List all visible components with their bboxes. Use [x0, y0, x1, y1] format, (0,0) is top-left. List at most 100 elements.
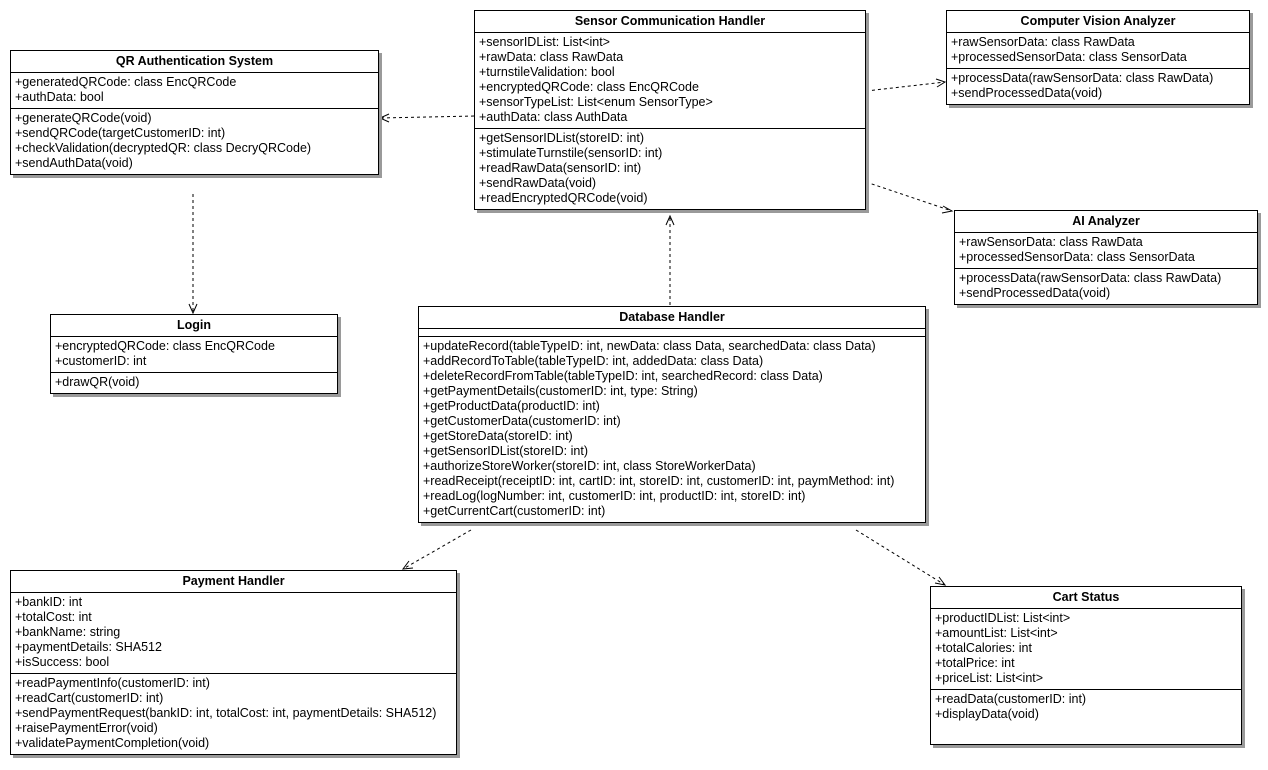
attribute: +encryptedQRCode: class EncQRCode	[479, 80, 699, 94]
method: +readPaymentInfo(customerID: int)	[15, 676, 210, 690]
attribute: +totalPrice: int	[935, 656, 1015, 670]
attribute: +totalCost: int	[15, 610, 92, 624]
attribute: +isSuccess: bool	[15, 655, 110, 669]
attribute: +priceList: List<int>	[935, 671, 1044, 685]
class-payment-handler[interactable]: Payment Handler +bankID: int +totalCost:…	[10, 570, 457, 755]
method: +validatePaymentCompletion(void)	[15, 736, 210, 750]
methods-section: +drawQR(void)	[51, 372, 337, 393]
attributes-section: +rawSensorData: class RawData +processed…	[947, 33, 1249, 68]
arrowhead-login	[188, 303, 198, 315]
class-sensor-communication-handler[interactable]: Sensor Communication Handler +sensorIDLi…	[474, 10, 866, 210]
attribute: +authData: class AuthData	[479, 110, 628, 124]
method: +deleteRecordFromTable(tableTypeID: int,…	[423, 369, 823, 383]
attribute: +sensorTypeList: List<enum SensorType>	[479, 95, 713, 109]
class-title: Login	[51, 315, 337, 337]
method: +getCurrentCart(customerID: int)	[423, 504, 606, 518]
attributes-section: +generatedQRCode: class EncQRCode +authD…	[11, 73, 378, 108]
attribute: +sensorIDList: List<int>	[479, 35, 610, 49]
method: +readLog(logNumber: int, customerID: int…	[423, 489, 806, 503]
arrowhead-payment	[401, 560, 414, 570]
attribute: +rawSensorData: class RawData	[959, 235, 1143, 249]
attribute: +authData: bool	[15, 90, 104, 104]
method: +readRawData(sensorID: int)	[479, 161, 642, 175]
method: +raisePaymentError(void)	[15, 721, 158, 735]
attribute: +turnstileValidation: bool	[479, 65, 615, 79]
method: +stimulateTurnstile(sensorID: int)	[479, 146, 663, 160]
arrowhead-cv	[935, 78, 947, 88]
arrowhead-ai	[941, 205, 954, 214]
dep-db-to-cart	[855, 529, 946, 586]
methods-section: +processData(rawSensorData: class RawDat…	[955, 268, 1257, 304]
attribute: +encryptedQRCode: class EncQRCode	[55, 339, 275, 353]
attribute: +amountList: List<int>	[935, 626, 1058, 640]
attributes-section: +bankID: int +totalCost: int +bankName: …	[11, 593, 456, 673]
attribute: +processedSensorData: class SensorData	[959, 250, 1195, 264]
methods-section: +readPaymentInfo(customerID: int) +readC…	[11, 673, 456, 754]
method: +processData(rawSensorData: class RawDat…	[959, 271, 1222, 285]
methods-section: +generateQRCode(void) +sendQRCode(target…	[11, 108, 378, 174]
arrowhead-qrauth	[378, 113, 390, 123]
methods-section: +updateRecord(tableTypeID: int, newData:…	[419, 336, 925, 522]
class-title: QR Authentication System	[11, 51, 378, 73]
class-title: Database Handler	[419, 307, 925, 329]
method: +sendPaymentRequest(bankID: int, totalCo…	[15, 706, 437, 720]
method: +drawQR(void)	[55, 375, 140, 389]
methods-section: +getSensorIDList(storeID: int) +stimulat…	[475, 128, 865, 209]
method: +sendProcessedData(void)	[959, 286, 1111, 300]
method: +readCart(customerID: int)	[15, 691, 164, 705]
method: +getSensorIDList(storeID: int)	[479, 131, 644, 145]
attributes-section: +rawSensorData: class RawData +processed…	[955, 233, 1257, 268]
attributes-section: +sensorIDList: List<int> +rawData: class…	[475, 33, 865, 128]
method: +getPaymentDetails(customerID: int, type…	[423, 384, 698, 398]
method: +processData(rawSensorData: class RawDat…	[951, 71, 1214, 85]
dep-sensor-to-qrauth	[379, 115, 475, 119]
attribute: +paymentDetails: SHA512	[15, 640, 162, 654]
method: +getCustomerData(customerID: int)	[423, 414, 621, 428]
arrowhead-sensor	[665, 214, 675, 226]
attribute: +rawData: class RawData	[479, 50, 624, 64]
class-database-handler[interactable]: Database Handler +updateRecord(tableType…	[418, 306, 926, 523]
attributes-section: +productIDList: List<int> +amountList: L…	[931, 609, 1241, 689]
methods-section: +processData(rawSensorData: class RawDat…	[947, 68, 1249, 104]
method: +sendProcessedData(void)	[951, 86, 1103, 100]
class-title: Cart Status	[931, 587, 1241, 609]
attribute: +processedSensorData: class SensorData	[951, 50, 1187, 64]
method: +sendQRCode(targetCustomerID: int)	[15, 126, 226, 140]
attribute: +rawSensorData: class RawData	[951, 35, 1135, 49]
method: +authorizeStoreWorker(storeID: int, clas…	[423, 459, 756, 473]
arrowhead-cart	[934, 576, 947, 586]
attribute: +customerID: int	[55, 354, 147, 368]
class-cart-status[interactable]: Cart Status +productIDList: List<int> +a…	[930, 586, 1242, 745]
attributes-section	[419, 329, 925, 336]
method: +checkValidation(decryptedQR: class Decr…	[15, 141, 312, 155]
class-title: AI Analyzer	[955, 211, 1257, 233]
method: +readReceipt(receiptID: int, cartID: int…	[423, 474, 895, 488]
methods-section: +readData(customerID: int) +displayData(…	[931, 689, 1241, 744]
dep-sensor-to-cv	[865, 81, 946, 92]
class-title: Computer Vision Analyzer	[947, 11, 1249, 33]
method: +readEncryptedQRCode(void)	[479, 191, 648, 205]
attribute: +totalCalories: int	[935, 641, 1032, 655]
method: +getStoreData(storeID: int)	[423, 429, 573, 443]
class-title: Payment Handler	[11, 571, 456, 593]
attribute: +productIDList: List<int>	[935, 611, 1071, 625]
method: +updateRecord(tableTypeID: int, newData:…	[423, 339, 876, 353]
attribute: +generatedQRCode: class EncQRCode	[15, 75, 237, 89]
attributes-section: +encryptedQRCode: class EncQRCode +custo…	[51, 337, 337, 372]
method: +getSensorIDList(storeID: int)	[423, 444, 588, 458]
class-login[interactable]: Login +encryptedQRCode: class EncQRCode …	[50, 314, 338, 394]
class-computer-vision-analyzer[interactable]: Computer Vision Analyzer +rawSensorData:…	[946, 10, 1250, 105]
method: +addRecordToTable(tableTypeID: int, adde…	[423, 354, 764, 368]
method: +getProductData(productID: int)	[423, 399, 600, 413]
dep-sensor-to-ai	[865, 181, 953, 212]
class-title: Sensor Communication Handler	[475, 11, 865, 33]
method: +displayData(void)	[935, 707, 1039, 721]
dep-db-to-payment	[402, 529, 472, 570]
class-ai-analyzer[interactable]: AI Analyzer +rawSensorData: class RawDat…	[954, 210, 1258, 305]
method: +readData(customerID: int)	[935, 692, 1087, 706]
attribute: +bankName: string	[15, 625, 121, 639]
attribute: +bankID: int	[15, 595, 83, 609]
class-qr-authentication-system[interactable]: QR Authentication System +generatedQRCod…	[10, 50, 379, 175]
method: +sendRawData(void)	[479, 176, 597, 190]
